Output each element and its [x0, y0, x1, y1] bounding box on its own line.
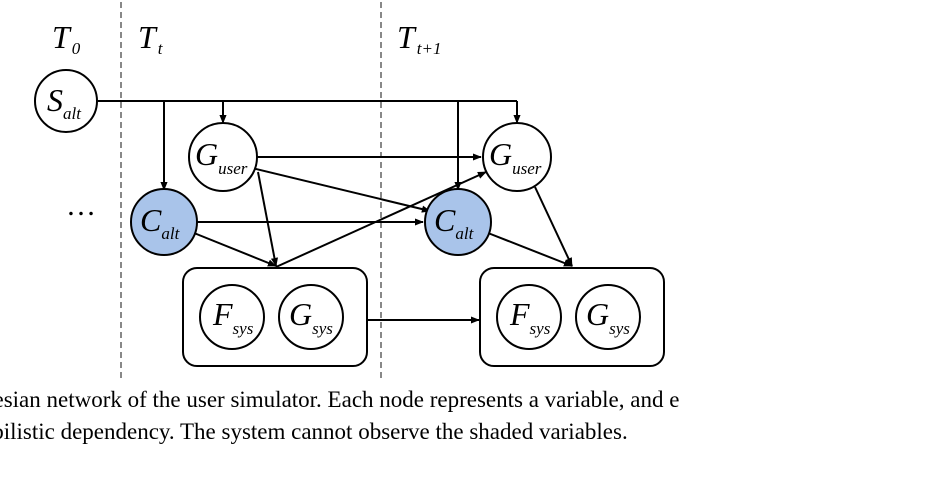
node-f-sys-t1: Fsys	[496, 284, 562, 350]
edge-g-user-1-c-alt-2	[251, 167, 431, 213]
svg-text:Salt: Salt	[47, 82, 82, 123]
svg-text:Calt: Calt	[140, 202, 181, 243]
figure-caption: yesian network of the user simulator. Ea…	[0, 384, 935, 448]
node-s-alt: Salt	[34, 69, 98, 133]
node-g-sys-t: Gsys	[278, 284, 344, 350]
svg-text:Gsys: Gsys	[586, 296, 630, 338]
caption-line-1: yesian network of the user simulator. Ea…	[0, 387, 680, 412]
svg-text:Fsys: Fsys	[212, 296, 254, 338]
caption-line-2: abilistic dependency. The system cannot …	[0, 419, 628, 444]
edge-c-alt-1-sys-plate-1	[193, 232, 277, 267]
node-g-user-t1: Guser	[482, 122, 552, 192]
edge-g-user-2-sys-plate-2	[534, 186, 573, 267]
node-g-user-t: Guser	[188, 122, 258, 192]
node-f-sys-t: Fsys	[199, 284, 265, 350]
svg-text:Calt: Calt	[434, 202, 475, 243]
svg-text:Guser: Guser	[195, 136, 248, 178]
node-c-alt-t: Calt	[130, 188, 198, 256]
svg-text:Gsys: Gsys	[289, 296, 333, 338]
shaded-node-fill	[424, 188, 492, 256]
svg-text:Guser: Guser	[489, 136, 542, 178]
node-c-alt-t1: Calt	[424, 188, 492, 256]
edge-g-user-1-sys-plate-1	[257, 171, 279, 267]
node-g-sys-t1: Gsys	[575, 284, 641, 350]
shaded-node-fill	[130, 188, 198, 256]
edge-sys-plate-1-g-user-2	[275, 171, 487, 268]
edge-c-alt-2-sys-plate-2	[487, 232, 573, 267]
svg-text:Fsys: Fsys	[509, 296, 551, 338]
ellipsis: …	[66, 189, 96, 222]
